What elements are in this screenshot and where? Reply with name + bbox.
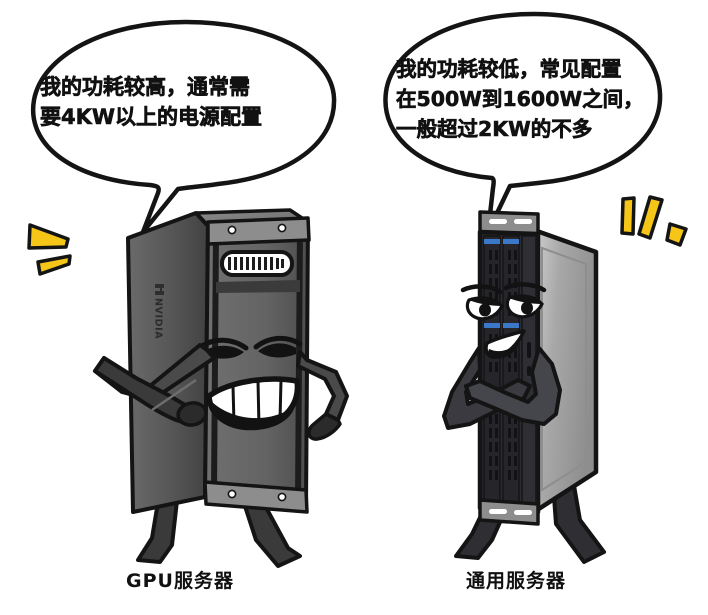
general-arm-right (464, 346, 562, 426)
general-brow-right (503, 282, 547, 293)
accent-streak-2 (637, 195, 664, 240)
general-bottom-rail-slot-1 (489, 509, 507, 514)
gpu-bottom-rail (203, 480, 309, 514)
accent-streak-1 (620, 196, 636, 236)
general-bottom-rail (478, 498, 540, 526)
general-mouth (484, 329, 526, 359)
gpu-side-highlight (151, 378, 197, 412)
gpu-rail-screw-3 (227, 489, 237, 499)
gpu-top-rail (206, 216, 311, 246)
accent-wedge-1 (27, 223, 70, 250)
general-pupil-right (521, 301, 533, 315)
accent-marks-left (27, 223, 72, 276)
general-eye-left-lid (469, 298, 502, 306)
accent-wedge-2 (36, 254, 72, 276)
gpu-drive-bay (220, 250, 294, 277)
gpu-brow-left (199, 337, 249, 351)
gpu-mouth-shadow (212, 402, 295, 431)
general-smirk-shadow (488, 339, 521, 359)
gpu-hand-left (176, 401, 208, 427)
gpu-rail-screw-4 (277, 492, 287, 502)
svg-text:NVIDIA: NVIDIA (153, 298, 164, 339)
gpu-arm-left (93, 343, 216, 427)
gpu-mouth (206, 376, 301, 431)
speech-text-general-server: 我的功耗较低，常见配置 (396, 57, 622, 82)
general-arms-crossed (442, 346, 562, 430)
speech-text-general-server-line2: 在500W到1600W之间， (396, 87, 644, 112)
character-gpu-server: NVIDIA (93, 208, 349, 568)
nvidia-logo: NVIDIA (153, 284, 164, 339)
general-pupil-left (479, 303, 491, 317)
gpu-rail-screw-2 (277, 223, 287, 233)
speech-text-gpu-server-line2: 要4KW以上的电源配置 (40, 105, 263, 130)
gpu-arm-right (296, 350, 349, 441)
accent-streak-3 (665, 222, 688, 247)
general-brow-left (460, 284, 503, 295)
gpu-rail-screw-1 (227, 225, 237, 235)
general-eyes (460, 282, 547, 321)
gpu-drive-bay-bars (228, 257, 284, 270)
general-eye-right-lid (509, 296, 542, 304)
gpu-brow-right (253, 335, 303, 350)
gpu-eyes (199, 335, 303, 359)
speech-text-general-server-line3: 一般超过2KW的不多 (396, 117, 593, 142)
caption-gpu-server: GPU服务器 (126, 570, 234, 592)
character-general-server (442, 210, 606, 564)
general-arm-left (442, 346, 532, 430)
accent-marks-right (620, 195, 688, 247)
gpu-eye-right (258, 343, 296, 358)
general-top-rail-slot-1 (489, 219, 507, 224)
gpu-panel-divider (216, 280, 300, 293)
caption-general-server: 通用服务器 (466, 570, 567, 592)
gpu-hand-right (307, 412, 342, 441)
speech-text-gpu-server: 我的功耗较高，通常需 (40, 75, 251, 100)
gpu-eye-left (206, 345, 244, 359)
general-top-rail-slot-2 (514, 219, 532, 224)
general-bottom-rail-slot-2 (514, 510, 532, 515)
